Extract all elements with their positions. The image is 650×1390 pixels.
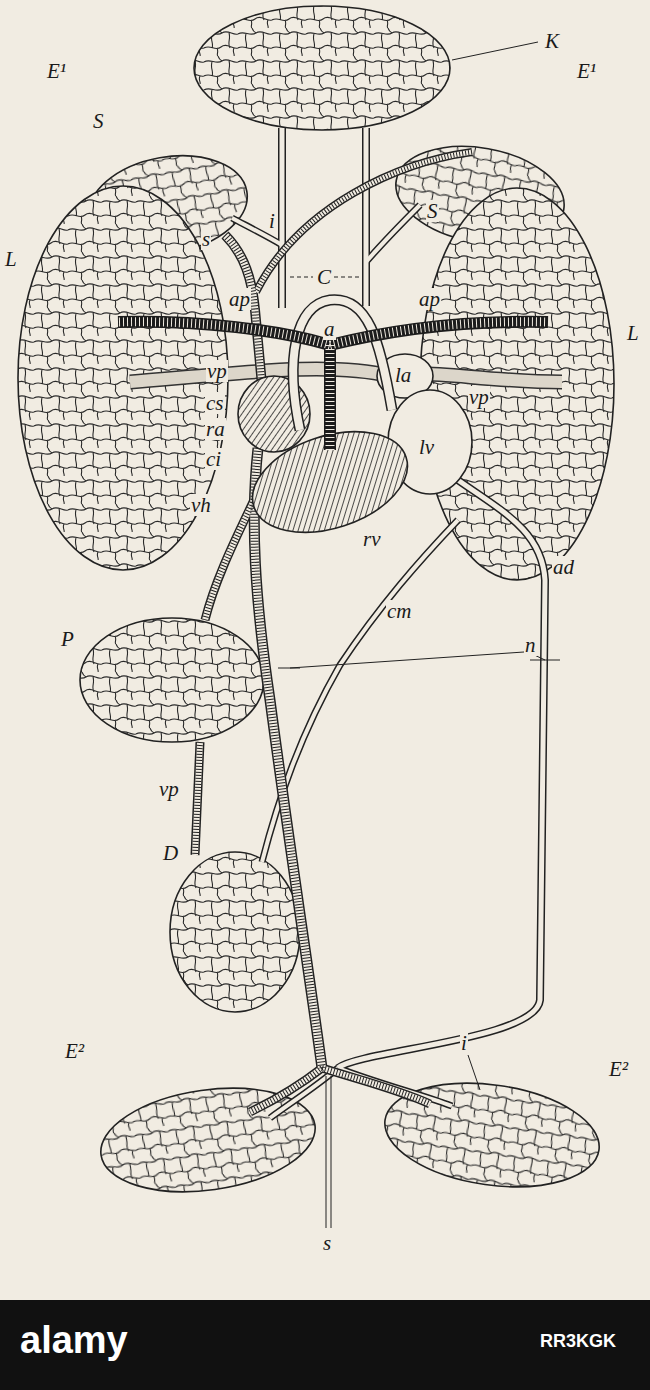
part-label: la — [394, 364, 412, 386]
vein — [254, 448, 322, 1068]
part-label: S — [92, 110, 105, 132]
vein — [195, 742, 200, 855]
vein — [256, 152, 472, 292]
artery — [362, 128, 370, 306]
watermark-bar — [0, 1300, 650, 1390]
part-label: vh — [190, 494, 212, 516]
artery — [366, 205, 420, 262]
artery — [278, 128, 286, 308]
artery — [366, 205, 420, 262]
part-label: S — [426, 200, 439, 222]
capillary-organ — [80, 618, 264, 742]
vein — [195, 152, 472, 1112]
vein — [256, 152, 472, 292]
part-label: D — [162, 842, 179, 864]
aorta — [293, 300, 392, 430]
leader-line — [290, 277, 313, 278]
leader-line — [326, 1076, 327, 1228]
capillary-organ — [194, 6, 450, 130]
vein — [205, 500, 254, 620]
part-label: n — [524, 634, 537, 656]
artery — [338, 478, 545, 1068]
vein — [254, 448, 322, 1068]
part-label: C — [316, 266, 332, 288]
part-label: lv — [418, 436, 435, 458]
vein — [322, 1068, 430, 1104]
part-label: P — [60, 628, 75, 650]
leader-line — [278, 42, 560, 1228]
leader-line — [290, 652, 524, 668]
part-label: vp — [468, 386, 490, 408]
part-label: vp — [158, 778, 180, 800]
artery — [280, 128, 285, 308]
vein — [322, 1068, 430, 1104]
vein — [250, 1068, 322, 1112]
vein — [256, 152, 472, 292]
part-label: i — [268, 210, 276, 232]
vein — [250, 1068, 322, 1112]
vein — [225, 235, 262, 385]
aorta — [293, 300, 392, 430]
part-label: vp — [206, 360, 228, 382]
pulmonary-vein — [130, 369, 562, 382]
part-label: L — [626, 322, 640, 344]
heart — [238, 354, 472, 550]
part-label: ra — [205, 418, 226, 440]
part-label: cm — [386, 600, 413, 622]
vein — [205, 500, 254, 620]
leader-line — [530, 660, 560, 661]
leader-line — [468, 1055, 480, 1090]
pulmonary-artery — [118, 322, 548, 450]
watermark: RR3KGK — [540, 1330, 616, 1352]
artery — [262, 520, 458, 862]
pulmonary-vein — [130, 369, 562, 382]
leader-line — [334, 277, 362, 278]
leader-line — [331, 1076, 332, 1228]
vein — [195, 742, 200, 855]
part-label: a — [323, 318, 336, 340]
vein — [225, 235, 262, 385]
vein — [322, 1068, 430, 1104]
vein — [250, 1068, 322, 1112]
pulmonary-artery — [118, 322, 548, 450]
part-label: rv — [362, 528, 382, 550]
artery — [232, 128, 545, 1118]
part-label: s — [201, 228, 211, 250]
part-label: ad — [552, 556, 575, 578]
part-label: L — [4, 248, 18, 270]
part-label: i — [460, 1032, 468, 1054]
leader-line — [452, 42, 538, 60]
part-label: E¹ — [576, 60, 597, 82]
part-label: ap — [418, 288, 441, 310]
pulmonary-vein — [130, 369, 562, 382]
part-label: E² — [608, 1058, 629, 1080]
pulmonary-artery — [118, 322, 548, 450]
part-label: ap — [228, 288, 251, 310]
part-label: ci — [205, 448, 222, 470]
part-label: E² — [64, 1040, 85, 1062]
artery — [262, 520, 458, 862]
watermark: alamy — [20, 1318, 128, 1362]
aorta — [293, 300, 392, 430]
part-label: E¹ — [46, 60, 67, 82]
capillary-organ — [170, 852, 300, 1012]
vein — [205, 500, 254, 620]
artery — [364, 128, 369, 306]
vein — [254, 448, 322, 1068]
vein — [195, 742, 200, 855]
part-label: s — [322, 1232, 332, 1254]
capillary-organ — [18, 6, 614, 1205]
leader-line — [278, 668, 300, 669]
artery — [338, 478, 545, 1068]
vein — [225, 235, 262, 385]
part-label: cs — [205, 392, 225, 414]
part-label: K — [544, 30, 560, 52]
